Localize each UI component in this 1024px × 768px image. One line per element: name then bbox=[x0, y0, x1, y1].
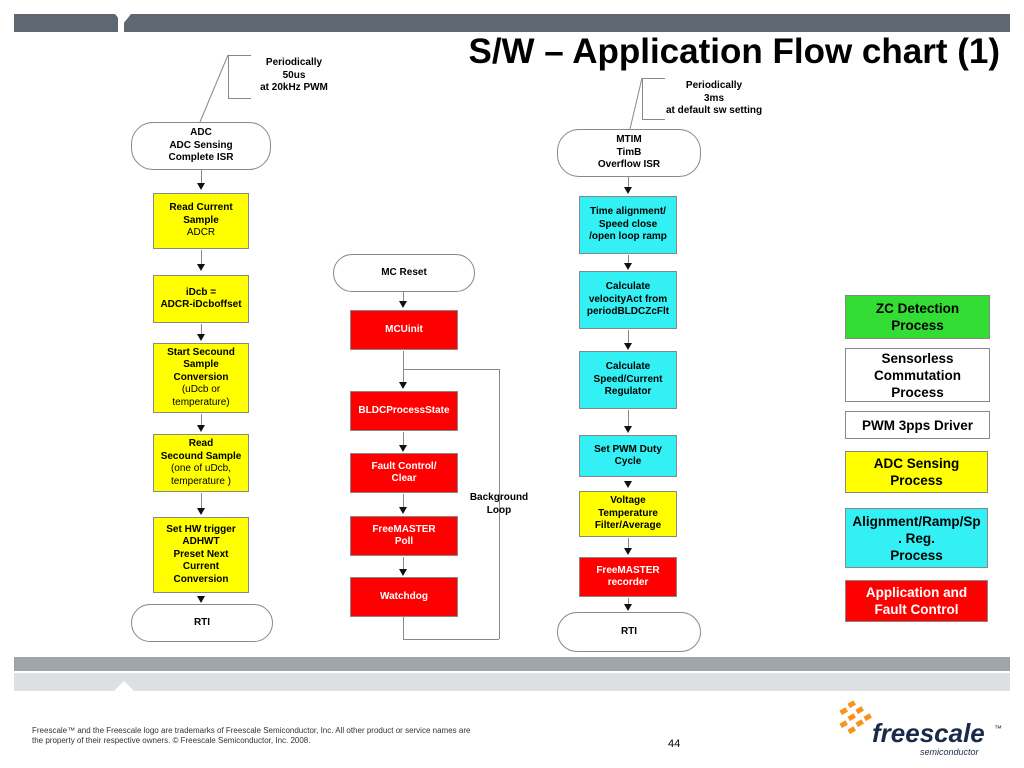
arrow-head bbox=[197, 183, 205, 190]
arrow-head bbox=[624, 343, 632, 350]
fault-control-box: Fault Control/Clear bbox=[350, 453, 458, 493]
arrow-line bbox=[201, 493, 202, 508]
bldc-process-state-box: BLDCProcessState bbox=[350, 391, 458, 431]
top-bar-left bbox=[14, 14, 118, 32]
arrow-line bbox=[201, 169, 202, 183]
mc-reset-start: MC Reset bbox=[333, 254, 475, 292]
time-alignment-box: Time alignment/Speed close/open loop ram… bbox=[579, 196, 677, 254]
arrow-head bbox=[624, 604, 632, 611]
arrow-head bbox=[399, 507, 407, 514]
arrow-head bbox=[399, 382, 407, 389]
legend-pwm-driver: PWM 3pps Driver bbox=[845, 411, 990, 439]
arrow-head bbox=[197, 508, 205, 515]
page-title: S/W – Application Flow chart (1) bbox=[468, 32, 1000, 71]
note-bracket-right bbox=[642, 78, 665, 120]
page-number: 44 bbox=[668, 738, 681, 750]
bottom-bar-notch bbox=[114, 681, 134, 691]
arrow-line bbox=[628, 410, 629, 426]
note-bracket-left bbox=[228, 55, 251, 99]
arrow-line bbox=[628, 598, 629, 604]
arrow-line bbox=[403, 432, 404, 445]
arrow-line bbox=[201, 414, 202, 425]
arrow-head bbox=[399, 445, 407, 452]
arrow-head bbox=[624, 263, 632, 270]
arrow-head bbox=[624, 548, 632, 555]
top-bar-notch bbox=[115, 14, 131, 24]
arrow-line bbox=[628, 176, 629, 187]
top-bar-right bbox=[124, 14, 1010, 32]
freescale-logo-icon bbox=[839, 700, 872, 735]
arrow-head bbox=[399, 301, 407, 308]
loop-left-line bbox=[403, 617, 404, 639]
arrow-line bbox=[201, 324, 202, 334]
arrow-line bbox=[628, 330, 629, 343]
arrow-line bbox=[403, 494, 404, 507]
bottom-bar-dark bbox=[14, 657, 1010, 671]
loop-top-line bbox=[403, 369, 499, 370]
freescale-logo-subtext: semiconductor bbox=[920, 747, 979, 757]
left-rti-end: RTI bbox=[131, 604, 273, 642]
arrow-line bbox=[403, 557, 404, 569]
arrow-line bbox=[628, 255, 629, 263]
arrow-line bbox=[403, 351, 404, 382]
loop-right-line bbox=[499, 369, 500, 639]
loop-bottom-line bbox=[403, 639, 499, 640]
watchdog-box: Watchdog bbox=[350, 577, 458, 617]
arrow-line bbox=[628, 538, 629, 548]
arrow-head bbox=[197, 425, 205, 432]
legend-alignment-ramp: Alignment/Ramp/Sp. Reg.Process bbox=[845, 508, 988, 568]
freescale-logo-tm: ™ bbox=[994, 724, 1002, 733]
arrow-line bbox=[201, 250, 202, 264]
right-rti-end: RTI bbox=[557, 612, 701, 652]
arrow-head bbox=[197, 596, 205, 603]
arrow-head bbox=[399, 569, 407, 576]
arrow-line bbox=[403, 291, 404, 301]
mcuinit-box: MCUinit bbox=[350, 310, 458, 350]
arrow-head bbox=[197, 334, 205, 341]
bottom-bar-light bbox=[14, 673, 1010, 691]
arrow-head bbox=[197, 264, 205, 271]
idcb-box: iDcb =ADCR-iDcboffset bbox=[153, 275, 249, 323]
arrow-head bbox=[624, 481, 632, 488]
footer-legal-text: Freescale™ and the Freescale logo are tr… bbox=[32, 726, 471, 745]
freescale-logo-text: freescale bbox=[872, 718, 985, 748]
arrow-head bbox=[624, 426, 632, 433]
arrow-head bbox=[624, 187, 632, 194]
